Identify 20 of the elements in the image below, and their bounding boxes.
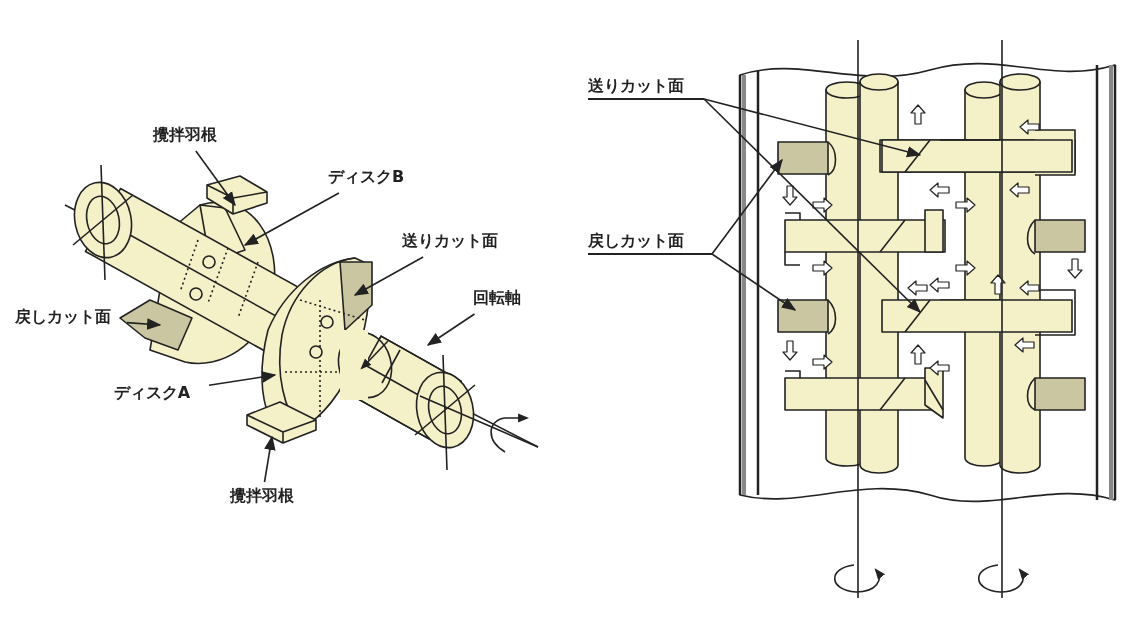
callout-label: 回転軸 [458,287,536,311]
callout-label: 戻しカット面 [588,230,712,255]
leader-line [711,253,797,311]
leader-line [353,256,424,296]
leader-line [243,192,340,246]
leader-line [703,98,922,158]
leader-line [711,158,783,255]
leader-line [426,313,476,346]
callout-label: 送りカット面 [588,75,704,100]
callout-label: ディスクB [312,166,420,190]
callout-label: ディスクA [98,382,206,406]
leader-line [126,318,162,330]
callout-label: 送りカット面 [386,230,514,254]
callout-label: 攪拌羽根 [210,485,314,509]
callout-label: 攪拌羽根 [126,124,244,148]
leader-line [195,150,236,207]
leader-line [263,435,276,483]
leader-line [208,371,277,386]
callout-label: 戻しカット面 [2,306,124,330]
leader-line [703,98,922,313]
